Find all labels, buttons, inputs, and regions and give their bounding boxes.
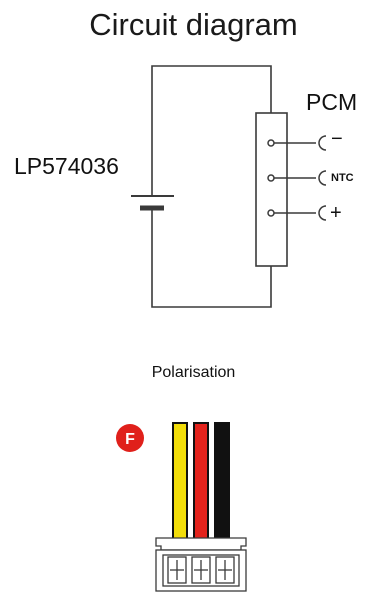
pin-minus-terminal: [267, 135, 327, 151]
pin-plus-terminal: [267, 205, 327, 221]
polarisation-label: Polarisation: [151, 364, 236, 381]
connector-housing: [155, 537, 247, 592]
polarity-badge-letter: F: [125, 431, 135, 448]
pcm-label: PCM: [306, 89, 358, 115]
connector-wires: [172, 422, 230, 538]
pin-plus-label: +: [330, 202, 342, 224]
polarity-badge-circle: [116, 424, 144, 452]
connector-top-flange: [155, 537, 247, 551]
pin-ntc-terminal: [267, 170, 327, 186]
pcm-module: [255, 112, 288, 267]
pin-ntc-label: NTC: [331, 172, 354, 184]
wire-black: [214, 422, 230, 538]
battery-symbol: [131, 195, 174, 211]
battery-label: LP574036: [14, 153, 119, 179]
pcm-pins: [267, 135, 327, 221]
wire-top: [151, 65, 272, 196]
connector-contacts: [167, 556, 235, 584]
pin-minus-label: −: [331, 128, 343, 150]
wire-bottom: [151, 208, 272, 308]
circuit-wires: [151, 65, 272, 308]
diagram-title: Circuit diagram: [89, 7, 298, 42]
polarity-badge: F: [116, 424, 144, 452]
